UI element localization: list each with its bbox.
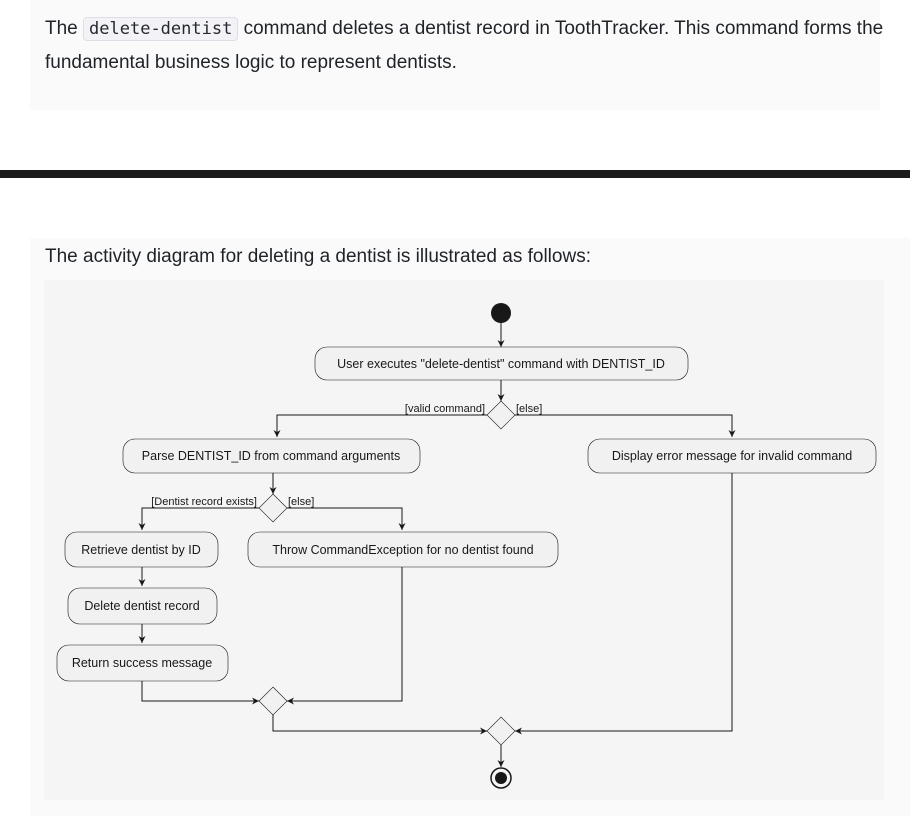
node-display-error-box: [587, 438, 877, 474]
node-retrieve: Retrieve dentist by ID: [81, 543, 201, 557]
merge1-diamond: [258, 686, 288, 716]
decision-valid-diamond: [486, 400, 516, 430]
merge2-diamond: [486, 716, 516, 746]
guard-else1: [else]: [516, 403, 542, 415]
guard-else2: [else]: [288, 496, 314, 508]
node-user-exec-box: [314, 346, 689, 381]
node-parse-box: [122, 438, 421, 474]
edge-throw-merge1: [287, 567, 403, 705]
node-user-exec: User executes "delete-dentist" command w…: [337, 357, 665, 371]
edge-merge1-merge2: [272, 715, 487, 735]
node-return-box: [56, 644, 229, 682]
command-description: The delete-dentist command deletes a den…: [45, 12, 885, 79]
diagram-intro-text: The activity diagram for deleting a dent…: [45, 246, 591, 267]
edge-exists: [138, 507, 259, 530]
node-return-success: Return success message: [72, 656, 212, 670]
decision-exists-diamond: [258, 493, 288, 523]
node-delete-box: [67, 587, 218, 625]
node-retrieve-box: [64, 531, 219, 568]
edge-valid: [273, 414, 487, 437]
node-parse: Parse DENTIST_ID from command arguments: [142, 449, 400, 463]
horizontal-rule: [0, 170, 910, 178]
activity-diagram: User executes "delete-dentist" command w…: [44, 280, 884, 800]
edge-else2: [287, 507, 406, 530]
node-throw: Throw CommandException for no dentist fo…: [272, 543, 533, 557]
edge-error-merge2: [515, 473, 733, 735]
edge-return-merge1: [141, 681, 259, 705]
guard-exists: [Dentist record exists]: [151, 496, 257, 508]
end-node-ring: [490, 767, 512, 789]
activity-diagram-svg: User executes "delete-dentist" command w…: [56, 303, 877, 789]
intro-prefix: The: [45, 18, 78, 39]
command-code: delete-dentist: [83, 17, 239, 41]
intro-rest: command deletes a dentist record in Toot…: [45, 18, 884, 73]
guard-valid: [valid command]: [405, 403, 485, 415]
node-delete: Delete dentist record: [84, 599, 199, 613]
node-throw-box: [247, 531, 559, 568]
end-node-core: [495, 772, 507, 784]
edge-else1: [515, 414, 736, 437]
start-node: [491, 303, 511, 323]
node-display-error: Display error message for invalid comman…: [612, 449, 852, 463]
